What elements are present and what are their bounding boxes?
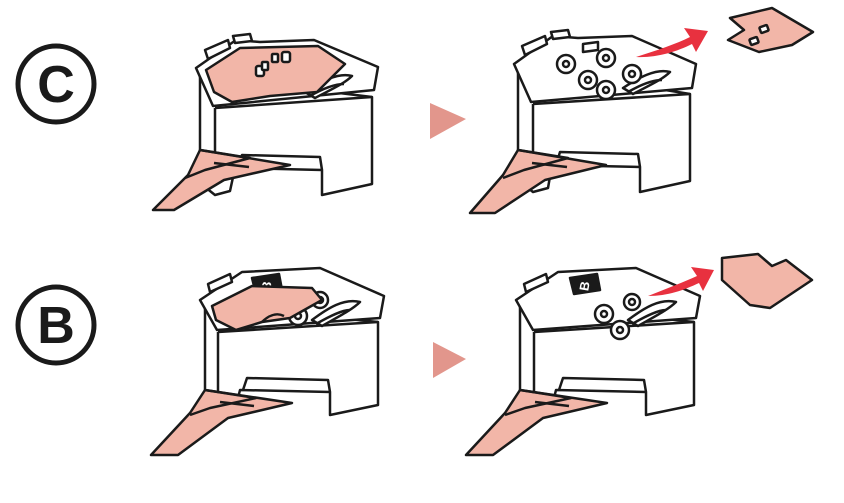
- cartridge-label: [568, 272, 602, 296]
- tape-strip: [468, 148, 608, 215]
- row-b-step-triangle-right-icon: [433, 342, 466, 378]
- protective-cover: [204, 44, 347, 104]
- row-c-cartridge-after: [468, 28, 698, 215]
- row-b-cartridge-before: B: [149, 266, 386, 457]
- row-c: C: [15, 6, 815, 215]
- row-b-removed-cover: [720, 252, 814, 310]
- tape-strip: [149, 388, 294, 457]
- row-c-nozzle-icons: [555, 47, 643, 101]
- row-c-badge-letter: C: [37, 56, 75, 114]
- row-c-curved-arrow-icon: [636, 28, 708, 58]
- tape-strip: [464, 388, 609, 457]
- row-c-badge-icon: C: [15, 43, 97, 125]
- row-c-removed-cover: [726, 6, 815, 54]
- row-b-cartridge-after: B: [464, 266, 702, 457]
- row-b-badge-icon: B: [15, 284, 97, 366]
- cartridge-label-letter: B: [576, 280, 592, 292]
- row-c-cartridge-before: [151, 32, 380, 212]
- row-b-curved-arrow-icon: [648, 267, 714, 296]
- row-c-nozzle-icons: [254, 50, 292, 78]
- row-b-badge-letter: B: [37, 297, 75, 355]
- row-c-step-triangle-right-icon: [430, 103, 466, 139]
- row-b-nozzle-icons: [593, 292, 642, 341]
- protective-cover: [210, 284, 324, 332]
- tape-strip: [151, 148, 292, 212]
- row-b: B B: [15, 252, 814, 457]
